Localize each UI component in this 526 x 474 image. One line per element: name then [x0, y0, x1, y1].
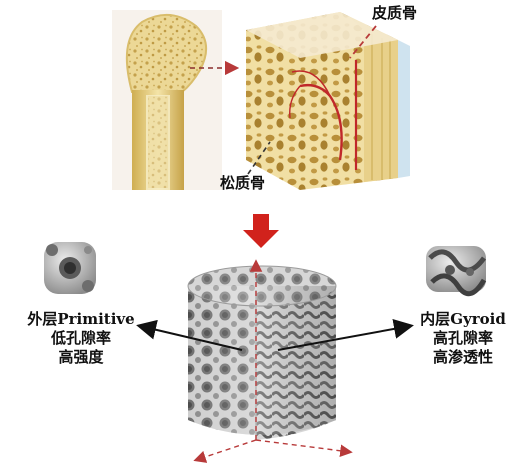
inner-layer-arrow	[277, 319, 414, 351]
outer-layer-description: 外层Primitive 低孔隙率 高强度	[22, 310, 140, 367]
inner-layer-porosity: 高孔隙率	[432, 329, 493, 347]
outer-layer-title: 外层Primitive	[27, 310, 135, 328]
cancellous-bone-label: 松质骨	[220, 174, 266, 192]
gyroid-unit-cell	[426, 246, 487, 297]
outer-layer-porosity: 低孔隙率	[50, 329, 111, 347]
cortical-pointer	[349, 25, 377, 59]
femur-bone-illustration	[112, 10, 222, 190]
inner-layer-description: 内层Gyroid 高孔隙率 高渗透性	[408, 310, 518, 367]
outer-layer-arrow	[136, 319, 243, 351]
lattice-cylinder-scaffold	[187, 265, 337, 440]
outer-layer-strength: 高强度	[58, 348, 104, 366]
inner-layer-title: 内层Gyroid	[420, 310, 506, 328]
primitive-unit-cell	[44, 242, 96, 294]
bone-cross-section	[246, 12, 410, 190]
cortical-bone-label: 皮质骨	[372, 4, 418, 22]
thick-red-down-arrow	[243, 214, 279, 248]
inner-layer-permeability: 高渗透性	[432, 348, 493, 366]
cylinder-axes	[193, 259, 353, 463]
cancellous-pointer	[247, 141, 271, 175]
